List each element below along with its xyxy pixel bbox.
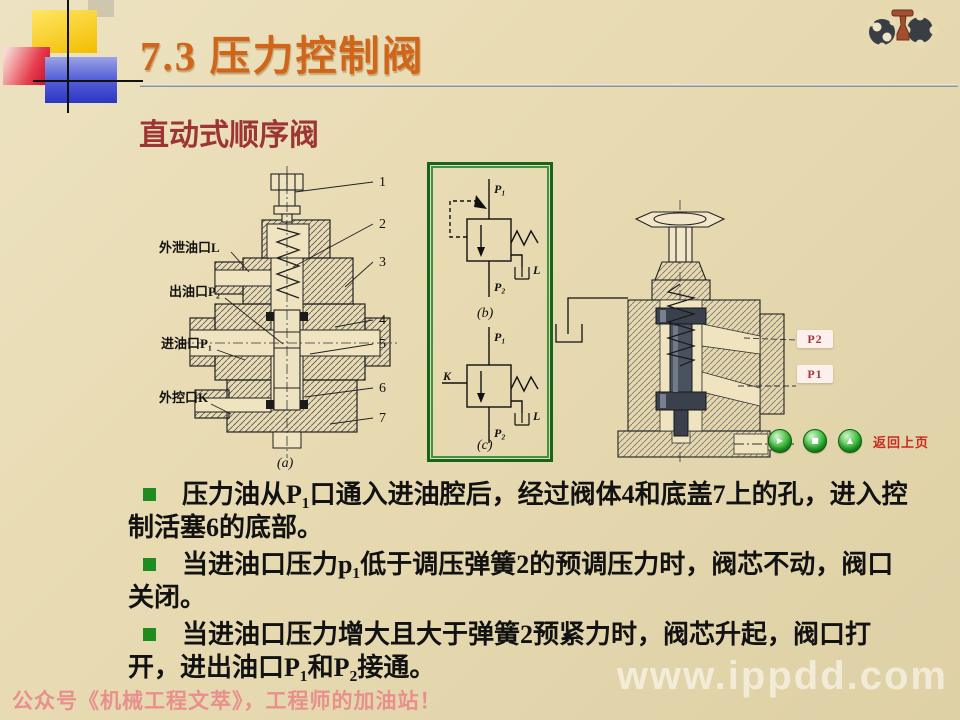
slide-nav: ▶ ■ ▲ 返回上页 (768, 429, 929, 453)
caption-c: (c) (477, 438, 493, 453)
symbol-c-port-p2: P₂ (494, 426, 506, 440)
port-tag-p1: P1 (797, 365, 833, 383)
symbol-b (449, 179, 539, 297)
part-number-7: 7 (379, 411, 386, 426)
handwheel (634, 211, 726, 263)
port-tag-p2: P2 (797, 330, 833, 348)
part-number-4: 4 (379, 313, 386, 328)
deco-pink-square (3, 47, 50, 85)
port-label-K: 外控口K (158, 390, 209, 405)
bullet-marker (143, 488, 156, 501)
adjusting-spring (275, 227, 302, 299)
page-title: 7.3 压力控制阀 (140, 33, 425, 79)
bullet-list: 压力油从P₁口通入进油腔后，经过阀体4和底盖7上的孔，进入控制活塞6的底部。 当… (128, 478, 912, 688)
deco-horizontal-line (33, 80, 143, 82)
valve-section-diagram-a: 1 2 3 4 5 6 7 外泄油口L 出油口P₂ 进油口P₁ 外控口K (a) (158, 166, 397, 471)
part-number-6: 6 (379, 381, 386, 396)
symbol-c (442, 327, 539, 443)
symbol-c-port-p1: P₁ (494, 330, 506, 344)
caption-a: (a) (277, 456, 294, 471)
bullet-text-3: 当进油口压力增大且大于弹簧2预紧力时，阀芯升起，阀口打开，进出油口P₁和P₂接通… (128, 620, 872, 683)
hydraulic-symbols: P₁ P₂ L (b) P₁ P₂ L K (442, 179, 540, 453)
bullet-text-1: 压力油从P₁口通入进油腔后，经过阀体4和底盖7上的孔，进入控制活塞6的底部。 (128, 480, 908, 543)
spool-dark (655, 307, 707, 437)
watermark: www.ippdd.com (616, 654, 948, 698)
part-number-5: 5 (379, 337, 386, 352)
bullet-item-2: 当进油口压力p₁低于调压弹簧2的预调压力时，阀芯不动，阀口关闭。 (128, 548, 912, 614)
bullet-marker (143, 558, 156, 572)
play-button[interactable]: ▶ (768, 429, 792, 453)
part-number-1: 1 (379, 175, 386, 190)
symbol-c-pilot-k: K (442, 369, 452, 383)
valve-section-diagram-right (555, 200, 797, 464)
symbol-c-drain-l: L (532, 409, 540, 423)
symbol-b-port-p1: P₁ (494, 182, 506, 196)
symbol-b-drain-l: L (532, 263, 540, 277)
deco-yellow-square (32, 10, 97, 53)
bullet-text-2: 当进油口压力p₁低于调压弹簧2的预调压力时，阀芯不动，阀口关闭。 (128, 550, 894, 613)
symbol-frame-inner: P₁ P₂ L (b) P₁ P₂ L K (431, 166, 549, 458)
leader-lines (210, 181, 374, 425)
stop-icon: ■ (811, 436, 819, 445)
port-label-L: 外泄油口L (158, 240, 220, 255)
bullet-marker (143, 628, 156, 642)
up-icon: ▲ (846, 436, 854, 445)
stop-button[interactable]: ■ (803, 429, 827, 453)
title-underline (140, 84, 958, 87)
subtitle: 直动式顺序阀 (139, 119, 319, 152)
symbol-b-port-p2: P₂ (494, 280, 506, 294)
deco-vertical-line (67, 0, 69, 113)
port-label-P2: 出油口P₂ (169, 284, 220, 299)
symbol-frame: P₁ P₂ L (b) P₁ P₂ L K (427, 162, 553, 462)
bullet-item-1: 压力油从P₁口通入进油腔后，经过阀体4和底盖7上的孔，进入控制活塞6的底部。 (128, 478, 912, 544)
spring-right (665, 283, 697, 367)
part-number-3: 3 (379, 255, 386, 270)
gear-press-icon (867, 9, 938, 50)
port-label-P1: 进油口P₁ (161, 336, 212, 351)
return-link[interactable]: 返回上页 (873, 434, 930, 450)
up-button[interactable]: ▲ (838, 429, 862, 453)
play-icon: ▶ (776, 436, 784, 445)
footer-text: 公众号《机械工程文萃》，工程师的加油站！ (12, 689, 442, 713)
part-number-2: 2 (379, 217, 386, 232)
drain-symbol (555, 297, 628, 343)
caption-b: (b) (477, 306, 494, 321)
bullet-item-3: 当进油口压力增大且大于弹簧2预紧力时，阀芯升起，阀口打开，进出油口P₁和P₂接通… (128, 618, 912, 684)
